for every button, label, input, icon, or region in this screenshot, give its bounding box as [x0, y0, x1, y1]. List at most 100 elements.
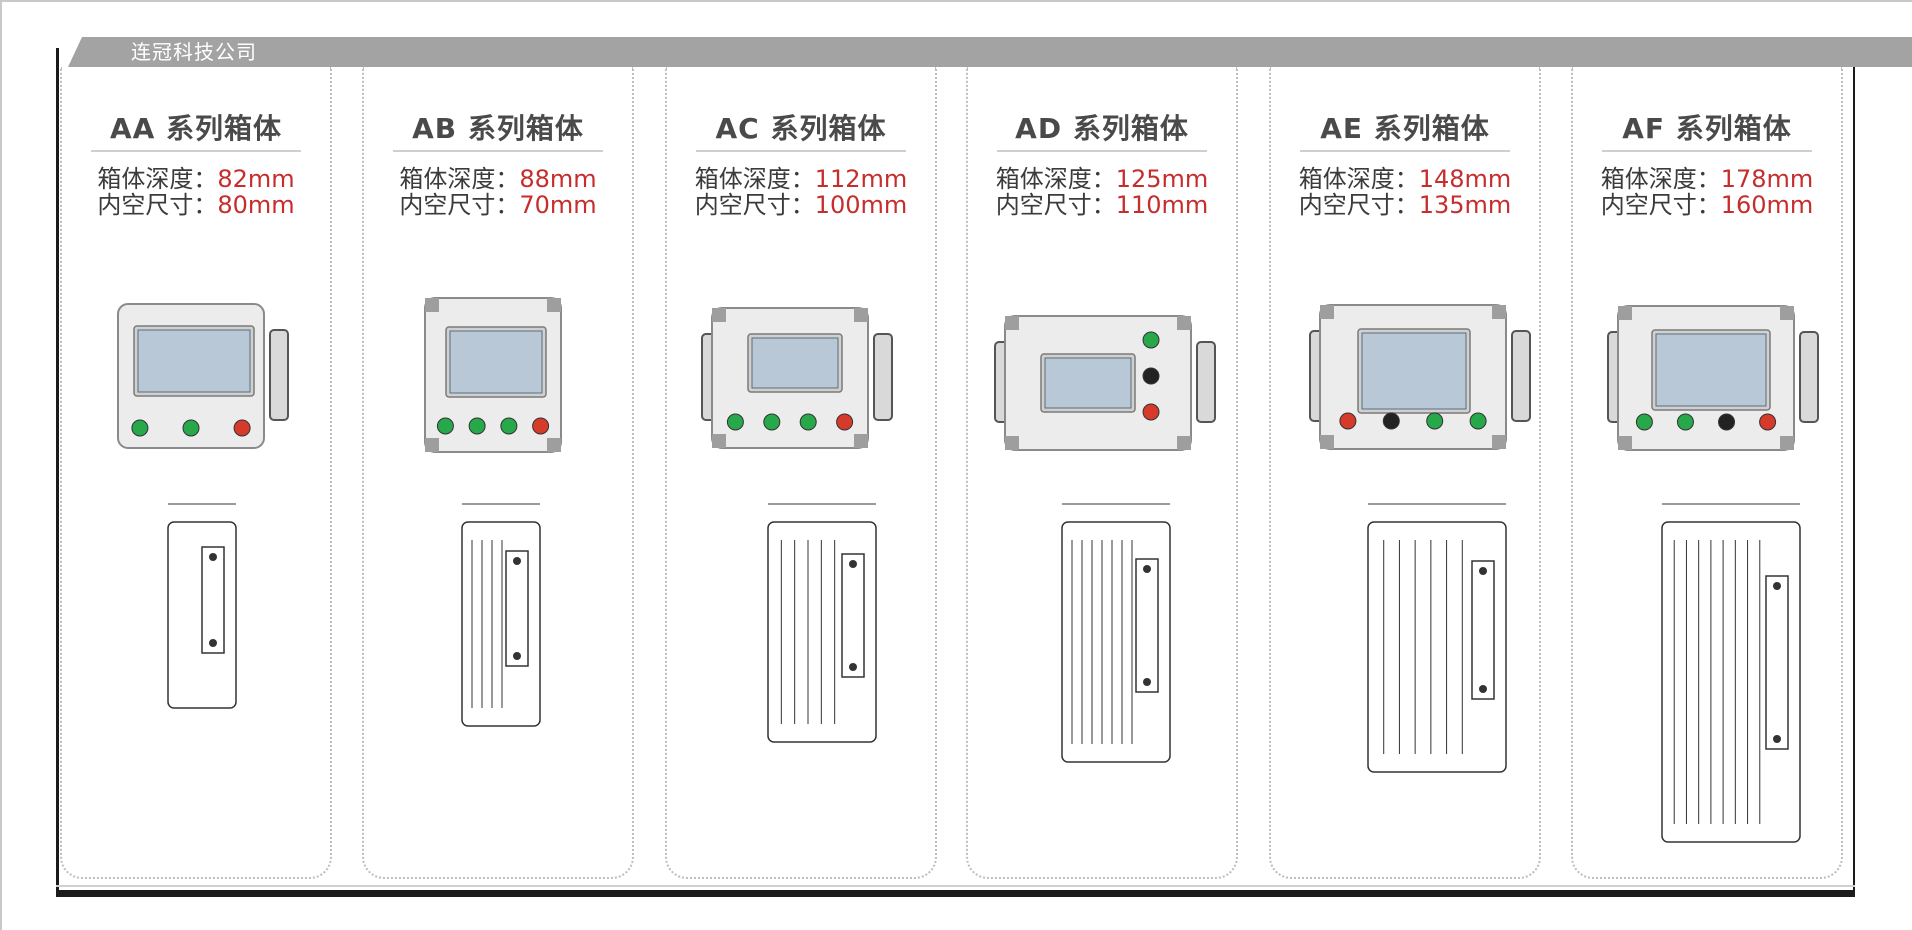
push-button	[1382, 412, 1400, 430]
push-button	[836, 413, 854, 431]
push-button	[763, 413, 781, 431]
frame-right-line	[1853, 67, 1855, 896]
series-title: AC 系列箱体	[715, 112, 887, 145]
enclosure-front-view	[1607, 305, 1819, 451]
push-button	[233, 419, 251, 437]
bolt	[1479, 685, 1487, 693]
depth-label: 箱体深度：	[97, 165, 218, 193]
corner-cap	[1780, 436, 1794, 450]
side-outline	[1661, 521, 1801, 843]
corner-cap	[425, 438, 439, 452]
inner-size-spec: 内空尺寸：80mm	[60, 192, 332, 218]
push-button	[726, 413, 744, 431]
frame-bottom-shadow	[56, 885, 1855, 887]
enclosure-front-view	[1309, 304, 1531, 450]
title-underline	[91, 150, 301, 152]
bolt	[209, 553, 217, 561]
corner-cap	[1320, 305, 1334, 319]
enclosure-side-view	[1661, 503, 1801, 843]
company-name: 连冠科技公司	[131, 40, 257, 64]
inner-size-label: 内空尺寸：	[694, 191, 815, 219]
enclosure-front-view	[424, 297, 562, 453]
screen	[449, 330, 543, 394]
enclosure-side-view	[461, 503, 541, 727]
corner-cap	[1005, 436, 1019, 450]
series-title: AA 系列箱体	[109, 112, 283, 145]
inner-size-spec: 内空尺寸：110mm	[966, 192, 1238, 218]
push-button	[468, 417, 486, 435]
bolt	[1143, 565, 1151, 573]
push-button	[1142, 403, 1160, 421]
depth-value: 88mm	[519, 165, 597, 193]
push-button	[1676, 413, 1694, 431]
title-underline	[696, 150, 906, 152]
inner-size-value: 110mm	[1115, 191, 1209, 219]
title-underline	[393, 150, 603, 152]
side-outline	[461, 521, 541, 727]
depth-label: 箱体深度：	[1600, 165, 1721, 193]
screen	[751, 337, 839, 389]
corner-cap	[854, 434, 868, 448]
push-button	[182, 419, 200, 437]
title-underline	[1602, 150, 1812, 152]
enclosure-front-view	[994, 315, 1216, 451]
depth-value: 82mm	[217, 165, 295, 193]
corner-cap	[547, 298, 561, 312]
push-button	[1718, 413, 1736, 431]
inner-size-spec: 内空尺寸：160mm	[1571, 192, 1843, 218]
screen	[1361, 332, 1467, 410]
bolt	[513, 652, 521, 660]
inner-size-spec: 内空尺寸：100mm	[665, 192, 937, 218]
inner-size-value: 135mm	[1418, 191, 1512, 219]
push-button	[1142, 367, 1160, 385]
handle-right	[1511, 330, 1531, 422]
screen	[1655, 333, 1767, 407]
push-button	[1142, 331, 1160, 349]
depth-value: 125mm	[1115, 165, 1209, 193]
push-button	[532, 417, 550, 435]
bolt	[1773, 582, 1781, 590]
series-panel	[1269, 67, 1541, 879]
page-left-border	[0, 0, 2, 930]
push-button	[500, 417, 518, 435]
frame-left-line	[56, 48, 59, 896]
corner-cap	[1005, 316, 1019, 330]
handle-right	[1799, 331, 1819, 423]
push-button	[1759, 413, 1777, 431]
corner-cap	[1320, 435, 1334, 449]
inner-size-label: 内空尺寸：	[1600, 191, 1721, 219]
inner-size-label: 内空尺寸：	[995, 191, 1116, 219]
inner-size-spec: 内空尺寸：135mm	[1269, 192, 1541, 218]
inner-size-label: 内空尺寸：	[1298, 191, 1419, 219]
inner-size-value: 100mm	[814, 191, 908, 219]
bolt	[1479, 567, 1487, 575]
corner-cap	[854, 308, 868, 322]
push-button	[1426, 412, 1444, 430]
handle-right	[873, 333, 893, 421]
series-panel	[1571, 67, 1843, 879]
bolt	[849, 663, 857, 671]
enclosure-side-view	[767, 503, 877, 743]
depth-value: 148mm	[1418, 165, 1512, 193]
side-outline	[1061, 521, 1171, 763]
depth-label: 箱体深度：	[1298, 165, 1419, 193]
push-button	[436, 417, 454, 435]
handle-right	[1196, 341, 1216, 423]
bolt	[1773, 735, 1781, 743]
page-top-border	[0, 0, 1912, 2]
corner-cap	[1177, 436, 1191, 450]
depth-spec: 箱体深度：88mm	[362, 166, 634, 192]
corner-cap	[547, 438, 561, 452]
inner-size-label: 内空尺寸：	[399, 191, 520, 219]
enclosure-front-view	[117, 303, 289, 449]
corner-cap	[1618, 436, 1632, 450]
side-outline	[1367, 521, 1507, 773]
frame-bottom-line	[56, 890, 1855, 897]
depth-value: 178mm	[1720, 165, 1814, 193]
depth-label: 箱体深度：	[399, 165, 520, 193]
enclosure-front-view	[701, 307, 893, 449]
header-banner	[68, 37, 1912, 67]
push-button	[799, 413, 817, 431]
side-handle	[1135, 558, 1159, 693]
depth-spec: 箱体深度：125mm	[966, 166, 1238, 192]
